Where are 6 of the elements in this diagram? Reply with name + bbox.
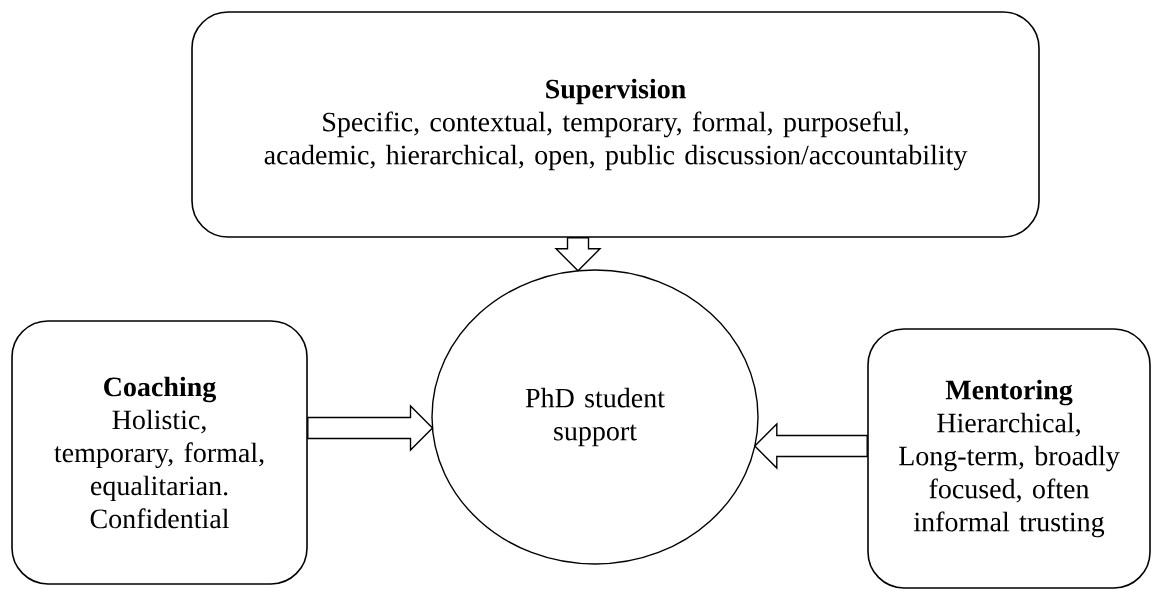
rounded-box: Mentoring Hierarchical, Long-term, broadly focused, often informal trusting xyxy=(867,328,1151,589)
block-arrow xyxy=(554,237,602,272)
rounded-box: Supervision Specific, contextual, temporary, formal, purposeful, academic, hierarchical, open, public discussion/accountability xyxy=(191,11,1040,238)
block-arrow xyxy=(307,404,434,452)
rounded-box: Coaching Holistic, temporary, formal, equalitarian. Confidential xyxy=(11,320,308,585)
block-arrow xyxy=(753,422,868,470)
